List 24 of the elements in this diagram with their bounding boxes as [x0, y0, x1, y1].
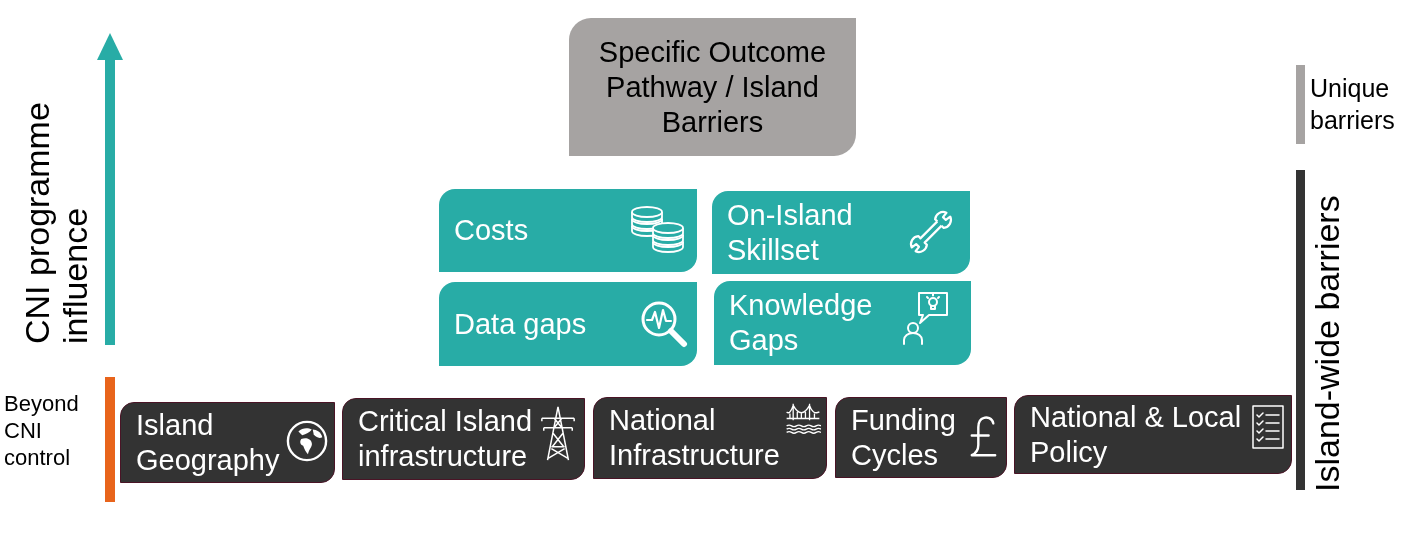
barrier-box [439, 189, 697, 272]
barrier-label: On-Island Skillset [727, 197, 854, 268]
barrier-label: Data gaps [454, 306, 587, 342]
barrier-box [439, 282, 697, 366]
barrier-label: Critical Island infrastructure [358, 404, 534, 474]
barrier-box [120, 402, 335, 483]
side-label: Unique barriers [1310, 73, 1396, 136]
side-label: Beyond CNI control [4, 390, 80, 471]
side-label: Island-wide barriers [1308, 194, 1346, 492]
barrier-box [593, 397, 827, 479]
barrier-label: Knowledge Gaps [729, 288, 874, 358]
barrier-label: Costs [454, 213, 529, 248]
barrier-box [712, 191, 970, 274]
barrier-box [714, 281, 971, 365]
outcome-label: Specific Outcome Pathway / Island Barriers [597, 34, 828, 140]
barrier-label: Funding Cycles [851, 402, 957, 473]
barrier-box [835, 397, 1007, 478]
outcome-box [569, 18, 856, 156]
barrier-label: National Infrastructure [609, 403, 781, 473]
barrier-box [342, 398, 585, 480]
barrier-label: Island Geography [136, 407, 281, 478]
barrier-label: National & Local Policy [1030, 399, 1243, 470]
barrier-box [1014, 395, 1292, 474]
axis-label: CNI programme influence [18, 101, 94, 344]
